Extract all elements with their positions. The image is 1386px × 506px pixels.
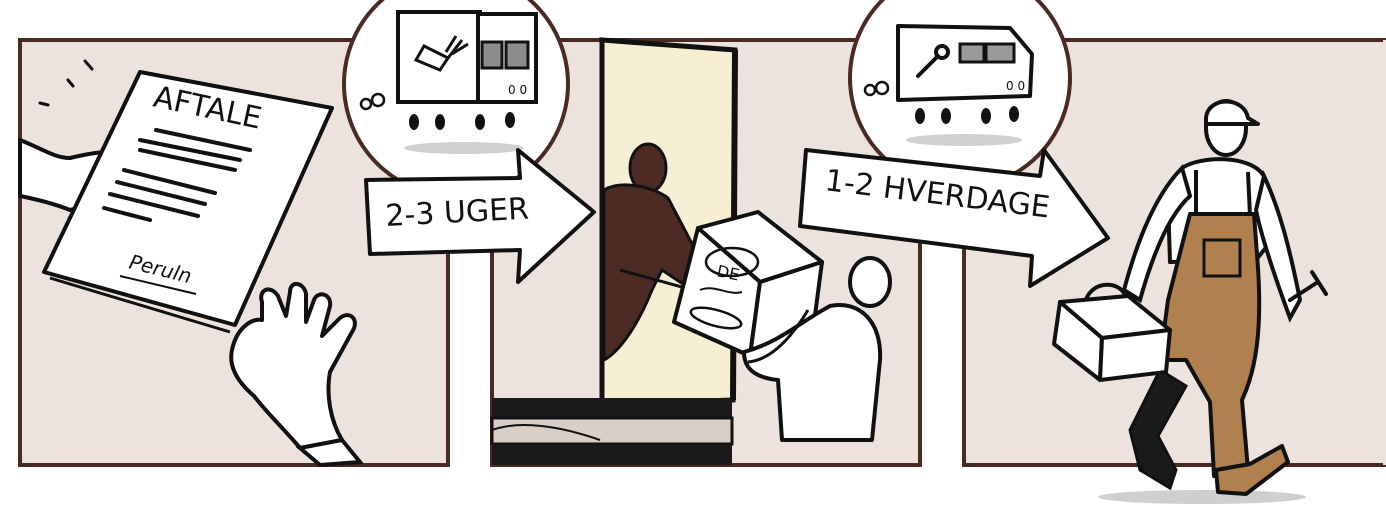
svg-text:0 0: 0 0 [508,83,527,97]
truck-bumper [492,398,732,465]
ground-shadow [1098,490,1306,504]
svg-text:0 0: 0 0 [1006,79,1025,93]
